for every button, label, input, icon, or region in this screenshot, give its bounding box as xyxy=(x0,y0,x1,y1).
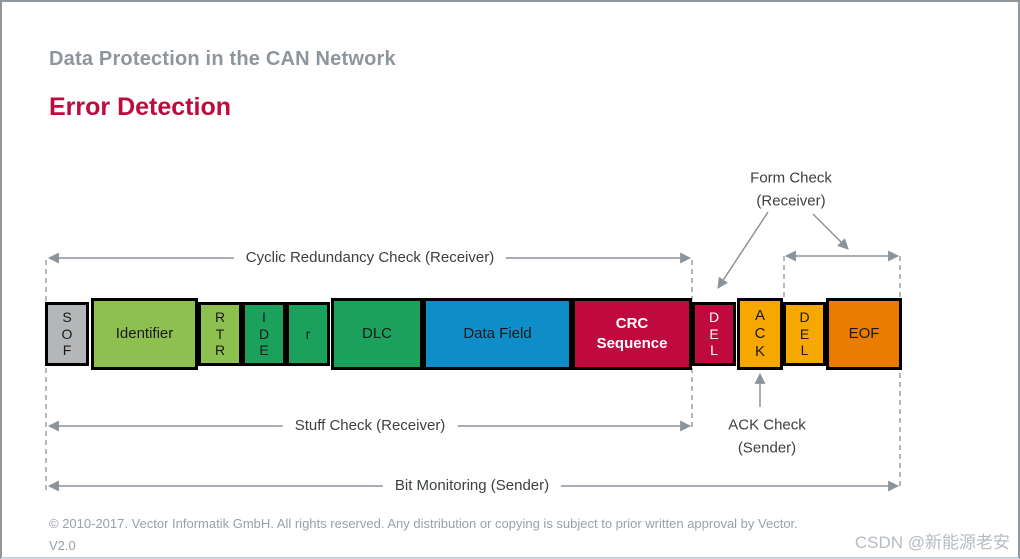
frame-field-dlc: DLC xyxy=(331,298,423,370)
copyright-text: © 2010-2017. Vector Informatik GmbH. All… xyxy=(49,516,798,531)
frame-field-eof: EOF xyxy=(826,298,902,370)
stuff-check-label: Stuff Check (Receiver) xyxy=(282,412,458,440)
frame-field-sof: S O F xyxy=(45,302,89,366)
frame-field-ack: A C K xyxy=(737,298,783,370)
watermark-text: CSDN @新能源老安 xyxy=(854,533,1010,552)
frame-field-data-field: Data Field xyxy=(423,298,572,370)
frame-field-rtr: R T R xyxy=(198,302,242,366)
frame-field-r: r xyxy=(286,302,330,366)
form-check-label: Form Check (Receiver) xyxy=(750,169,832,210)
frame-field-crc-sequence: CRC Sequence xyxy=(572,298,692,370)
ack-check-label: ACK Check (Sender) xyxy=(728,416,806,457)
crc-check-label: Cyclic Redundancy Check (Receiver) xyxy=(233,244,507,272)
frame-field-del-ack: D E L xyxy=(783,302,826,366)
slide-subtitle: Data Protection in the CAN Network xyxy=(49,48,396,70)
version-text: V2.0 xyxy=(49,538,76,553)
bit-monitoring-label: Bit Monitoring (Sender) xyxy=(382,472,562,500)
frame-field-ide: I D E xyxy=(242,302,286,366)
frame-field-identifier: Identifier xyxy=(91,298,198,370)
frame-field-del-crc: D E L xyxy=(692,302,736,366)
page-title: Error Detection xyxy=(49,93,231,121)
